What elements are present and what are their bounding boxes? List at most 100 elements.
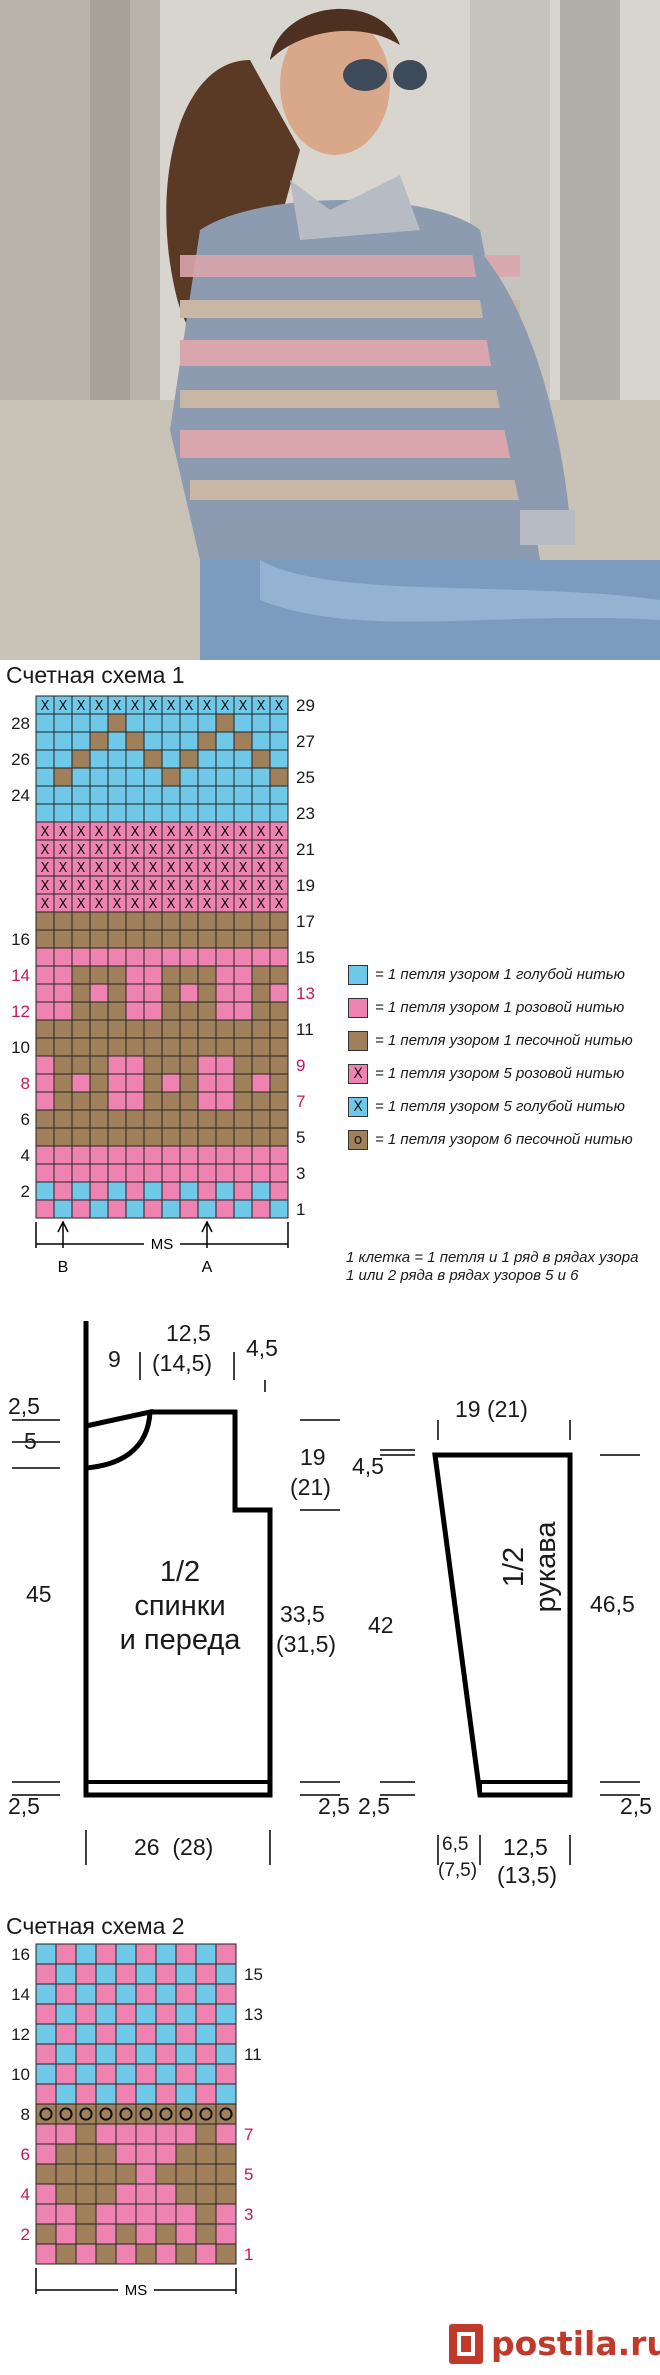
chart1-cell [125,803,145,823]
chart2-cell [55,2003,77,2025]
chart2-cell [35,1943,57,1965]
chart2-cell [75,2223,97,2245]
chart1-cell-x: X [167,879,176,894]
chart2-cell [155,2183,177,2205]
chart1-ms-label: MS [151,1236,174,1253]
dim-total-length: 45 [26,1581,52,1607]
chart1-cell [89,1019,109,1039]
chart1-cell [269,1145,289,1165]
chart2-cell [195,2243,217,2265]
chart1-cell [269,1163,289,1183]
chart1-title: Счетная схема 1 [6,662,185,688]
chart1-cell [125,1145,145,1165]
chart1-cell [53,1073,73,1093]
chart2-cell [95,2123,117,2145]
chart2-cell [175,2003,197,2025]
chart1-cell [107,1073,127,1093]
chart1-right-label: 9 [296,1056,305,1075]
chart1-cell [251,1163,271,1183]
body-label-2: спинки [134,1590,226,1622]
chart1-cell [89,1037,109,1057]
chart2-right-label: 3 [244,2205,253,2224]
chart1-cell [89,965,109,985]
chart1-cell-x: X [167,699,176,714]
chart1-cell-x: X [275,879,284,894]
chart1-cell-x: X [131,879,140,894]
chart2-cell [115,2223,137,2245]
chart1-cell [53,947,73,967]
chart1-cell-x: X [275,843,284,858]
chart1-cell [89,1073,109,1093]
chart1-cell [197,983,217,1003]
chart1-cell-x: X [149,699,158,714]
chart1-cell [251,767,271,787]
chart1-cell [35,1091,55,1111]
chart2-cell [155,2003,177,2025]
chart2-cell [35,2143,57,2165]
chart1-cell [179,1145,199,1165]
chart1-right-label: 7 [296,1092,305,1111]
body-label: 1/2 спинки и переда [100,1555,260,1657]
chart1-cell [269,785,289,805]
chart1-cell-x: X [59,825,68,840]
chart1-cell-x: X [203,879,212,894]
chart1-cell [251,1109,271,1129]
chart1-cell [233,785,253,805]
postila-logo-icon [449,2324,483,2364]
chart1-cell [107,1091,127,1111]
chart1-cell [89,1127,109,1147]
chart2-cell [95,2243,117,2265]
chart2-cell [35,1963,57,1985]
chart1-cell-x: X [41,843,50,858]
chart1-cell-x: X [185,825,194,840]
chart2-cell-o [139,2107,153,2121]
chart1-cell [251,911,271,931]
dim-side-a: 33,5 [280,1601,325,1627]
chart1-cell [197,785,217,805]
legend-text-y: = 1 петля узором 5 розовой нитью [375,1065,625,1082]
chart1-cell [143,1127,163,1147]
chart2-ms-bg [118,2280,154,2300]
chart2-cell [195,2103,217,2125]
chart1-cell [71,713,91,733]
legend-swatch-p [348,998,368,1018]
chart2-cell [35,2203,57,2225]
chart2-cell [55,2203,77,2225]
chart1-cell [143,947,163,967]
chart2-cell [95,2183,117,2205]
chart1-cell [35,767,55,787]
chart1-cell-x: X [167,861,176,876]
chart2-cell [75,2203,97,2225]
chart2-right-label: 1 [244,2245,253,2264]
chart1-cell-x: X [203,699,212,714]
chart2-cell [155,2223,177,2245]
chart2-cell [115,2043,137,2065]
chart1-cell-x: X [239,825,248,840]
chart1-cell [107,983,127,1003]
chart2-left-label: 10 [11,2065,30,2084]
dim-neck-left: 9 [108,1346,121,1372]
chart1-cell [269,1019,289,1039]
chart1-left-label: 10 [11,1038,30,1057]
chart2-cell-o [179,2107,193,2121]
chart1-cell [215,1199,235,1219]
chart1-cell-x: X [131,699,140,714]
chart1-cell-x: X [185,843,194,858]
chart2-cell [55,2143,77,2165]
dim-sleeve-bottom-b1: 12,5 [503,1834,548,1860]
chart1-cell [89,1091,109,1111]
chart1-cell-x: X [95,861,104,876]
chart1-cell [251,1181,271,1201]
chart2-cell [155,2103,177,2125]
chart2-cell [195,2203,217,2225]
chart2-cell [95,2163,117,2185]
chart2-cell [55,1983,77,2005]
chart1-cell [35,1073,55,1093]
chart2-cell [95,2203,117,2225]
chart1-cell [251,1001,271,1021]
chart1-cell [53,1055,73,1075]
chart1-cell [89,1199,109,1219]
chart1-cell [215,1073,235,1093]
chart2-cell [75,2103,97,2125]
chart2-cell [175,2203,197,2225]
